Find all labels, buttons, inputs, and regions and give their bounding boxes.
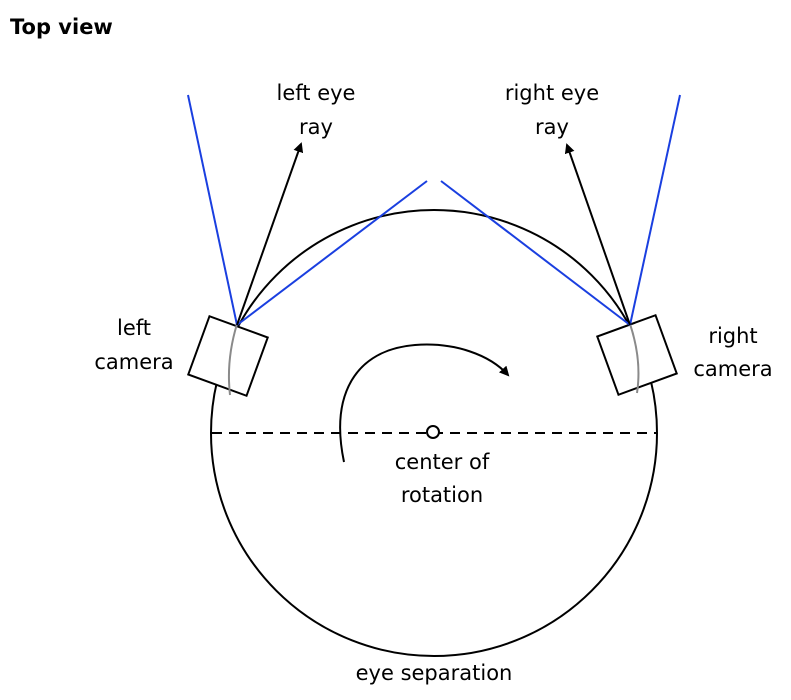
center-of-rotation-label-line1: center of	[395, 450, 490, 474]
right-eye-ray-arrow	[564, 143, 631, 326]
left-camera-outer-ray	[187, 94, 238, 326]
right-eye-ray-label-line1: right eye	[505, 81, 599, 105]
right-camera-label-line2: camera	[693, 357, 772, 381]
left-camera-inner-ray	[236, 180, 428, 326]
right-camera-label-line1: right	[708, 324, 757, 348]
right-camera-outer-ray	[629, 94, 681, 326]
right-camera-inner-ray	[440, 180, 631, 326]
left-camera-arc-segment	[227, 323, 238, 396]
left-eye-ray-label-line2: ray	[299, 115, 333, 139]
eye-separation-label: eye separation	[356, 661, 513, 685]
left-eye-ray-arrow	[236, 142, 304, 326]
rotation-arrow	[339, 343, 510, 463]
center-of-rotation-point	[426, 425, 440, 439]
eye-separation-circle	[210, 209, 658, 657]
right-eye-ray-label-line2: ray	[535, 115, 569, 139]
left-camera-box	[186, 314, 270, 398]
left-eye-ray-label-line1: left eye	[277, 81, 356, 105]
center-of-rotation-label-line2: rotation	[401, 483, 483, 507]
right-camera-arc-segment	[629, 323, 640, 394]
left-camera-label-line2: camera	[94, 350, 173, 374]
diagram-title: Top view	[10, 15, 113, 39]
left-camera-label-line1: left	[117, 316, 151, 340]
